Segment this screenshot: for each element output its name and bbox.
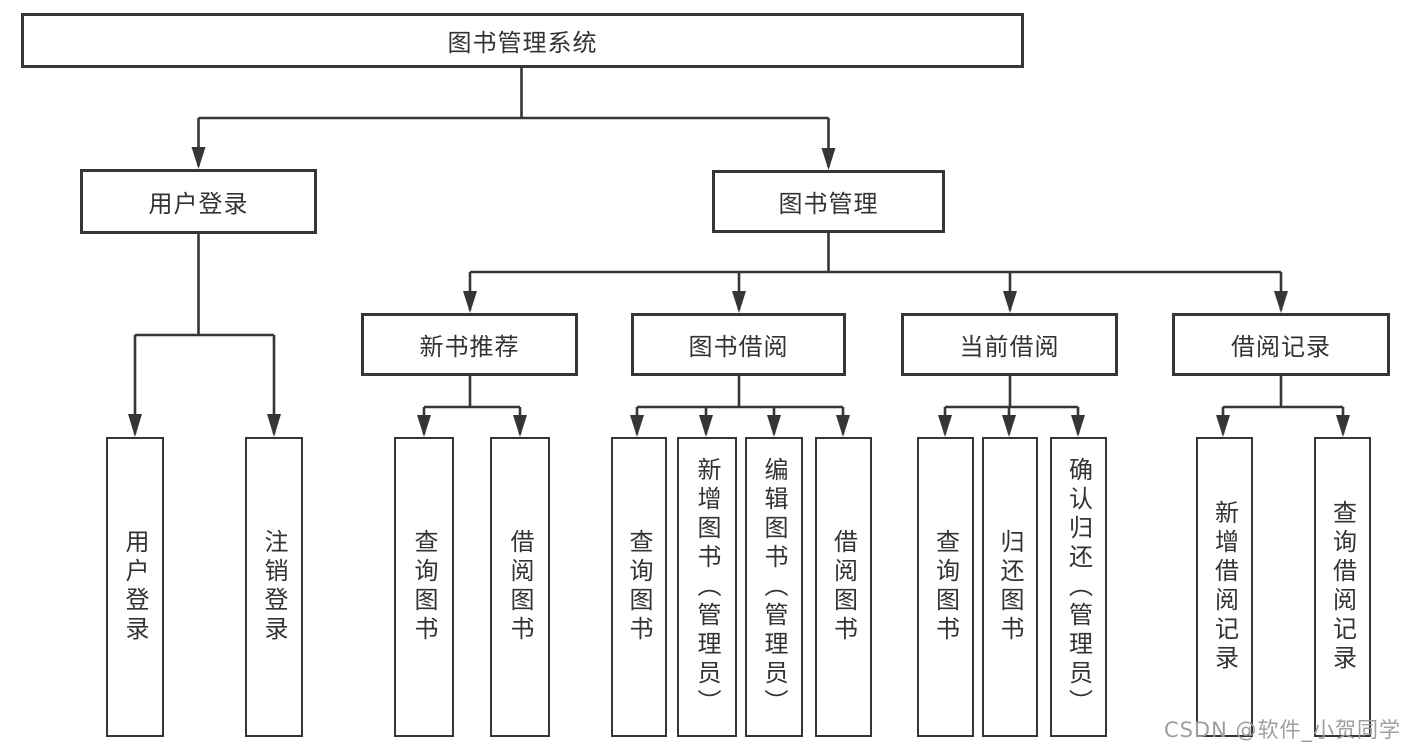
leaf-borrow-book-recommend: 借阅图书 bbox=[490, 437, 550, 737]
node-root-label: 图书管理系统 bbox=[447, 29, 598, 57]
leaf-return-book: 归还图书 bbox=[982, 437, 1038, 737]
node-book-borrow: 图书借阅 bbox=[631, 313, 846, 376]
arrowheads bbox=[128, 147, 1350, 437]
node-user-login: 用户登录 bbox=[80, 169, 317, 234]
node-book-borrow-label: 图书借阅 bbox=[688, 333, 789, 361]
node-book-management-label: 图书管理 bbox=[778, 190, 879, 218]
node-current-borrow: 当前借阅 bbox=[901, 313, 1118, 376]
leaf-query-book-borrow: 查询图书 bbox=[611, 437, 667, 737]
leaf-user-login: 用户登录 bbox=[106, 437, 164, 737]
node-new-book-recommend: 新书推荐 bbox=[361, 313, 578, 376]
leaf-query-book-current: 查询图书 bbox=[917, 437, 974, 737]
node-borrow-record-label: 借阅记录 bbox=[1231, 333, 1331, 361]
leaf-add-borrow-record: 新增借阅记录 bbox=[1196, 437, 1253, 737]
leaf-return-book-label: 归还图书 bbox=[996, 529, 1024, 645]
leaf-confirm-return-admin-label: 确认归还（管理员） bbox=[1064, 456, 1093, 718]
leaf-add-borrow-record-label: 新增借阅记录 bbox=[1210, 500, 1239, 674]
leaf-edit-book-admin-label: 编辑图书（管理员） bbox=[760, 456, 788, 718]
leaf-query-borrow-record-label: 查询借阅记录 bbox=[1328, 500, 1357, 674]
leaf-confirm-return-admin: 确认归还（管理员） bbox=[1050, 437, 1107, 737]
leaf-query-borrow-record: 查询借阅记录 bbox=[1314, 437, 1371, 737]
csdn-watermark: CSDN @软件_小贺同学 bbox=[1163, 718, 1401, 742]
leaf-edit-book-admin: 编辑图书（管理员） bbox=[745, 437, 803, 737]
leaf-logout-label: 注销登录 bbox=[260, 529, 288, 645]
node-new-book-recommend-label: 新书推荐 bbox=[419, 333, 520, 361]
node-root-system: 图书管理系统 bbox=[21, 13, 1024, 68]
leaf-query-book-current-label: 查询图书 bbox=[931, 529, 960, 645]
leaf-borrow-book: 借阅图书 bbox=[815, 437, 872, 737]
leaf-logout: 注销登录 bbox=[245, 437, 303, 737]
leaf-query-book-borrow-label: 查询图书 bbox=[625, 529, 653, 645]
leaf-user-login-label: 用户登录 bbox=[121, 529, 149, 645]
leaf-borrow-book-label: 借阅图书 bbox=[829, 529, 858, 645]
node-borrow-record: 借阅记录 bbox=[1172, 313, 1390, 376]
leaf-borrow-book-recommend-label: 借阅图书 bbox=[506, 529, 534, 645]
leaf-add-book-admin-label: 新增图书（管理员） bbox=[693, 456, 721, 718]
node-current-borrow-label: 当前借阅 bbox=[959, 333, 1060, 361]
leaf-query-book-recommend: 查询图书 bbox=[394, 437, 454, 737]
leaf-add-book-admin: 新增图书（管理员） bbox=[677, 437, 737, 737]
node-user-login-label: 用户登录 bbox=[148, 190, 249, 218]
leaf-query-book-recommend-label: 查询图书 bbox=[410, 529, 438, 645]
node-book-management: 图书管理 bbox=[712, 170, 945, 233]
